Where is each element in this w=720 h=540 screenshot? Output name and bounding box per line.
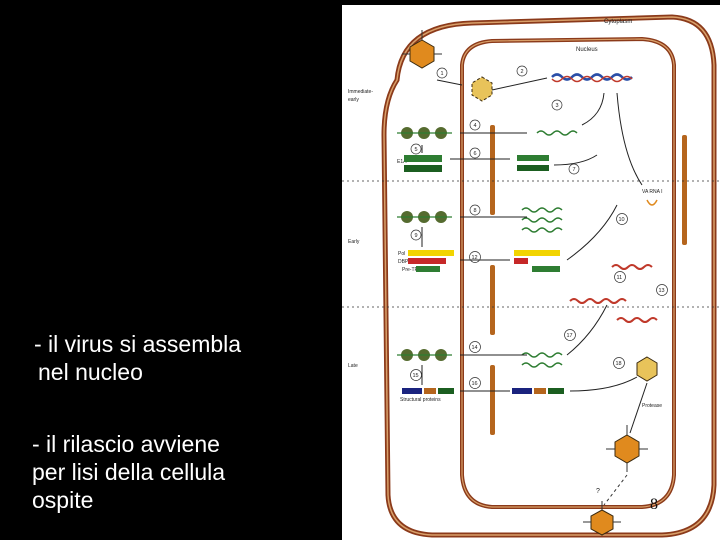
label-early: Early	[348, 239, 360, 245]
step-label: 14	[472, 345, 478, 351]
viral-dna	[551, 73, 633, 81]
mrna-strand	[521, 352, 563, 358]
mrna-strand	[521, 362, 563, 368]
e1a-protein-bar	[404, 155, 442, 162]
e1a-protein-bar	[517, 155, 549, 161]
replicating-dna	[616, 317, 658, 323]
assembling-virion	[636, 356, 658, 382]
step-label: 13	[659, 288, 665, 294]
label-e1a: E1A	[397, 159, 407, 165]
step-label: 9	[415, 233, 418, 239]
bullet-release-line-3: ospite	[32, 487, 94, 513]
step-label: 7	[573, 167, 576, 173]
pol-protein-bar	[408, 250, 454, 256]
structural-protein-bar	[548, 388, 564, 394]
step-label: 8	[474, 208, 477, 214]
nuclear-pore-segment	[490, 365, 495, 435]
pol-protein-bar	[514, 250, 560, 256]
adenovirus-replication-diagram: Cytoplasm Nucleus Immediate- early Early…	[342, 5, 720, 540]
step-label: 10	[619, 217, 625, 223]
structural-protein-bar	[512, 388, 532, 394]
e1a-protein-bar	[404, 165, 442, 172]
bullet-assembly: - il virus si assembla nel nucleo	[34, 330, 334, 386]
diagram-background	[342, 5, 720, 540]
bullet-release: - il rilascio avviene per lisi della cel…	[32, 430, 307, 514]
nuclear-membrane-inner	[461, 38, 675, 508]
mrna-strand	[521, 207, 563, 213]
step-label: 17	[567, 333, 573, 339]
viral-dna	[551, 75, 633, 83]
mature-virion	[606, 425, 648, 472]
page-number: 8	[650, 496, 658, 513]
ribosome-cluster	[397, 127, 452, 139]
step-numbers: 1 2 3 4 5 6 7 8 9 10 11 12 13 1	[410, 65, 668, 495]
step-label: 11	[617, 275, 623, 281]
structural-protein-bar	[438, 388, 454, 394]
nuclear-pore-segment	[490, 125, 495, 215]
mrna-strand	[521, 217, 563, 223]
label-dbp: DBP	[398, 259, 409, 265]
nuclear-pore-segment	[490, 265, 495, 335]
label-immediate: Immediate-	[348, 89, 373, 95]
step-label: 1	[441, 71, 444, 77]
label-immediate-early: early	[348, 97, 359, 103]
structural-protein-bar	[534, 388, 546, 394]
label-va-rna: VA RNA I	[642, 189, 662, 195]
step-label: 16	[472, 381, 478, 387]
step-label: 2	[521, 69, 524, 75]
ribosome-cluster	[397, 349, 452, 361]
dbp-protein-bar	[408, 258, 446, 264]
ribosome-cluster	[397, 211, 452, 223]
step-label: 6	[474, 151, 477, 157]
step-label: 18	[616, 361, 622, 367]
label-pretp: Pre-TP	[402, 267, 419, 273]
bullet-assembly-line-2: nel nucleo	[38, 359, 143, 385]
flow-arrows	[421, 77, 648, 434]
label-protease: Protease	[642, 403, 662, 409]
cytoplasm-membrane-segment	[682, 135, 687, 245]
structural-protein-bar	[402, 388, 422, 394]
label-structural-proteins: Structural proteins	[400, 397, 441, 403]
step-label: 15	[413, 373, 419, 379]
bullet-assembly-line-1: - il virus si assembla	[34, 331, 242, 357]
replicating-dna	[569, 298, 627, 304]
e1a-protein-bar	[517, 165, 549, 171]
label-cytoplasm: Cytoplasm	[604, 19, 632, 25]
step-label: 12	[472, 255, 478, 261]
va-rna-hairpin	[646, 199, 658, 206]
bullet-release-line-1: - il rilascio avviene	[32, 431, 220, 457]
release-arrow	[603, 474, 628, 506]
pretp-protein-bar	[532, 266, 560, 272]
mrna-strand	[521, 227, 563, 233]
label-pol: Pol	[398, 251, 405, 257]
incoming-virion	[402, 30, 442, 69]
uncoating-virion	[471, 76, 493, 102]
released-virion	[583, 501, 621, 536]
dbp-protein-bar	[514, 258, 528, 264]
structural-protein-bar	[424, 388, 436, 394]
bullet-release-line-2: per lisi della cellula	[32, 459, 226, 485]
label-nucleus: Nucleus	[576, 47, 598, 53]
cell-membrane-inner	[383, 16, 715, 536]
replicating-dna	[611, 264, 653, 270]
label-late: Late	[348, 363, 358, 369]
mrna-strand	[536, 130, 578, 136]
step-label: 5	[415, 147, 418, 153]
step-label: 3	[556, 103, 559, 109]
release-question-mark: ?	[596, 488, 600, 495]
pretp-protein-bar	[416, 266, 440, 272]
step-label: 4	[474, 123, 477, 129]
